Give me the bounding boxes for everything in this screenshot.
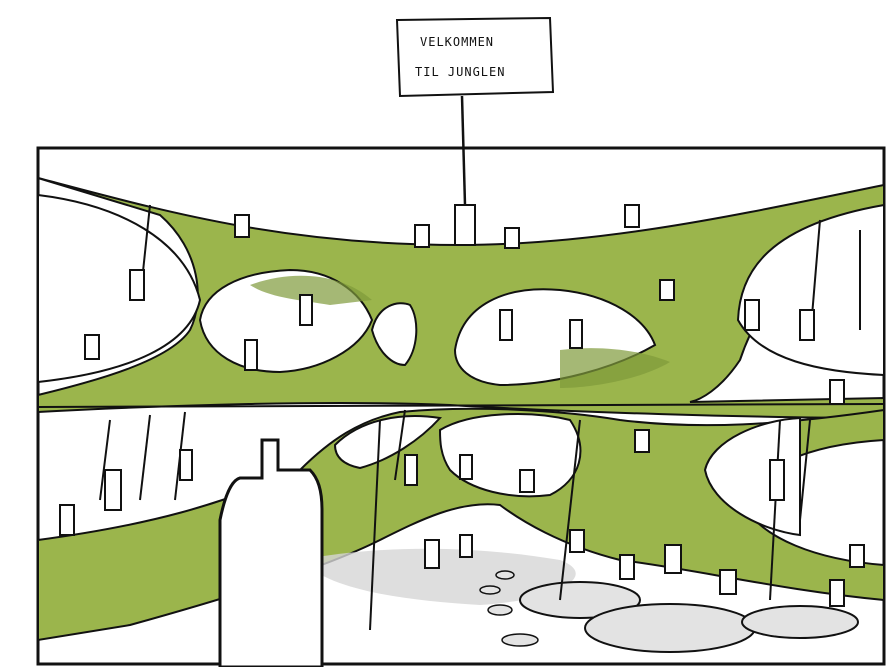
sign-board (397, 18, 553, 96)
stepping-stone (496, 571, 514, 579)
sign-line-2: TIL JUNGLEN (415, 65, 505, 79)
stepping-stone (488, 605, 512, 615)
stepping-stone (480, 586, 500, 594)
stepping-stone (585, 604, 755, 652)
stepping-stone (742, 606, 858, 638)
sign-line-1: VELKOMMEN (420, 35, 494, 49)
stepping-stone (502, 634, 538, 646)
